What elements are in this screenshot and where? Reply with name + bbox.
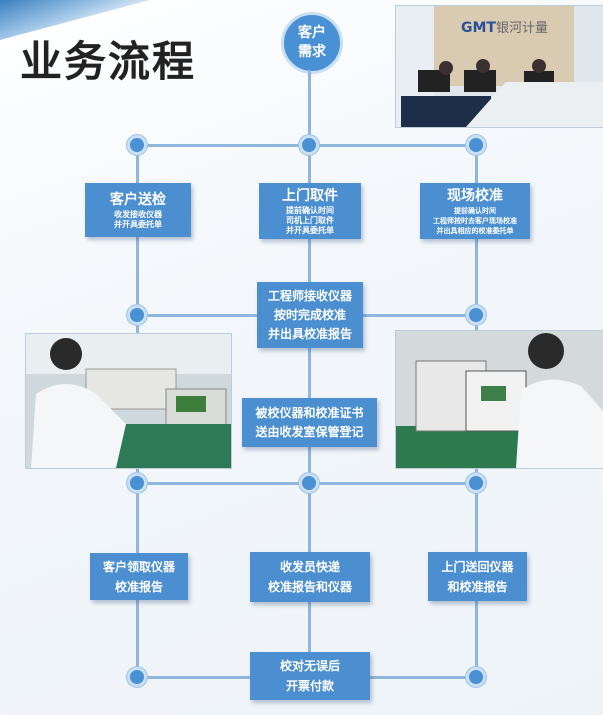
step-line: 上门送回仪器	[441, 559, 514, 574]
step-detail: 司机上门取件	[286, 216, 334, 225]
step-title: 现场校准	[447, 188, 503, 204]
step-line: 并出具校准报告	[267, 326, 352, 341]
step-customer-pickup: 客户领取仪器 校准报告	[90, 553, 188, 600]
node-dot	[299, 473, 319, 493]
lab-photo-right	[395, 330, 603, 469]
start-line2: 需求	[298, 44, 326, 60]
node-dot	[127, 667, 147, 687]
step-title: 上门取件	[282, 188, 338, 204]
step-line: 开票付款	[285, 679, 334, 693]
step-line: 按时完成校准	[273, 307, 346, 322]
step-title: 客户送检	[110, 192, 166, 208]
reception-photo: GMT 银河计量	[395, 5, 603, 128]
step-door-return: 上门送回仪器 和校准报告	[428, 552, 527, 601]
connector	[136, 315, 139, 335]
start-node-customer-demand: 客户需求	[281, 12, 343, 74]
connector	[475, 315, 478, 335]
step-invoice-payment: 校对无误后 开票付款	[250, 652, 370, 700]
step-line: 被校仪器和校准证书	[255, 405, 364, 420]
start-line1: 客户	[298, 25, 326, 41]
connector	[308, 145, 311, 185]
node-dot	[466, 667, 486, 687]
step-line: 校对无误后	[279, 659, 340, 673]
step-courier-return: 收发员快递 校准报告和仪器	[250, 552, 370, 602]
logo-mark: GMT	[461, 20, 496, 36]
step-detail: 提前确认时间	[286, 206, 334, 215]
node-dot	[127, 135, 147, 155]
step-line: 校准报告	[114, 579, 163, 594]
step-line: 校准报告和仪器	[267, 580, 352, 594]
logo-name: 银河计量	[496, 21, 548, 36]
step-engineer-calibration: 工程师接收仪器 按时完成校准 并出具校准报告	[257, 282, 363, 348]
page-title: 业务流程	[20, 37, 197, 86]
step-customer-delivery: 客户送检 收发接收仪器 并开具委托单	[85, 183, 191, 237]
node-dot	[127, 473, 147, 493]
lab-photo-left	[25, 333, 232, 469]
step-detail: 收发接收仪器	[114, 210, 162, 219]
connector	[308, 70, 311, 145]
step-line: 客户领取仪器	[102, 559, 175, 574]
node-dot	[466, 305, 486, 325]
step-line: 和校准报告	[447, 579, 508, 594]
step-detail: 并出具相应的校准委托单	[436, 227, 514, 235]
step-line: 工程师接收仪器	[267, 288, 352, 303]
step-line: 送由收发室保管登记	[255, 424, 364, 439]
node-dot	[466, 473, 486, 493]
step-detail: 并开具委托单	[286, 226, 334, 235]
step-detail: 并开具委托单	[114, 220, 162, 229]
step-door-pickup: 上门取件 提前确认时间 司机上门取件 并开具委托单	[259, 183, 361, 239]
step-storage-registration: 被校仪器和校准证书 送由收发室保管登记	[242, 398, 377, 447]
node-dot	[466, 135, 486, 155]
step-detail: 提前确认时间	[454, 207, 496, 215]
step-detail: 工程师按时去客户现场校准	[433, 217, 517, 225]
step-line: 收发员快递	[279, 560, 340, 574]
connector	[308, 237, 311, 282]
step-onsite-calibration: 现场校准 提前确认时间 工程师按时去客户现场校准 并出具相应的校准委托单	[420, 183, 530, 239]
node-dot	[127, 305, 147, 325]
node-dot	[299, 135, 319, 155]
